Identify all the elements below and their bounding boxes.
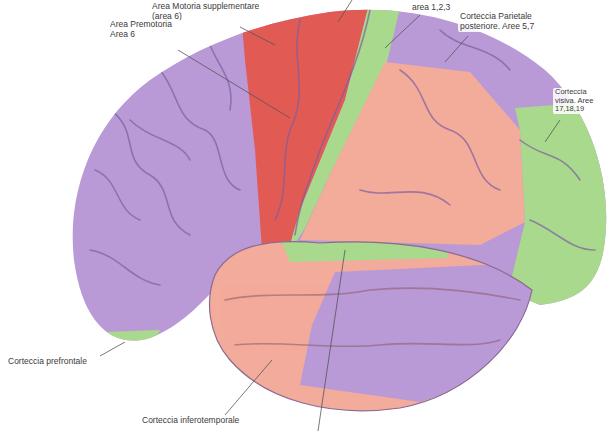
area-label: Area Premotoria Area 6 xyxy=(108,20,182,40)
temporal-outline xyxy=(210,242,532,411)
leader-lines xyxy=(100,0,560,431)
leader-line xyxy=(240,27,275,45)
area-label: area 1,2,3 xyxy=(410,3,452,13)
leader-line xyxy=(338,0,352,22)
auditory-area xyxy=(280,236,448,262)
area-label: Corteccia visiva. Aree 17,18,19 xyxy=(553,88,609,114)
temporal-gyri xyxy=(225,288,520,346)
area-label: Corteccia prefrontale xyxy=(6,357,89,367)
gyri xyxy=(90,10,595,285)
temporal-areas xyxy=(225,236,545,402)
parietal-area xyxy=(300,62,525,245)
area-label: Corteccia inferotemporale xyxy=(140,416,241,426)
leader-line xyxy=(385,15,420,48)
leader-line xyxy=(318,250,345,431)
leader-line xyxy=(225,360,272,415)
inferotemporal-area xyxy=(300,262,545,402)
leader-line xyxy=(100,342,125,356)
area-label: Corteccia Parietale posteriore. Aree 5,7 xyxy=(458,12,572,32)
area-label: Area Motoria supplementare (area 6) xyxy=(150,2,266,22)
leader-line xyxy=(445,36,468,62)
leader-line xyxy=(178,50,290,118)
leader-line xyxy=(545,120,560,142)
